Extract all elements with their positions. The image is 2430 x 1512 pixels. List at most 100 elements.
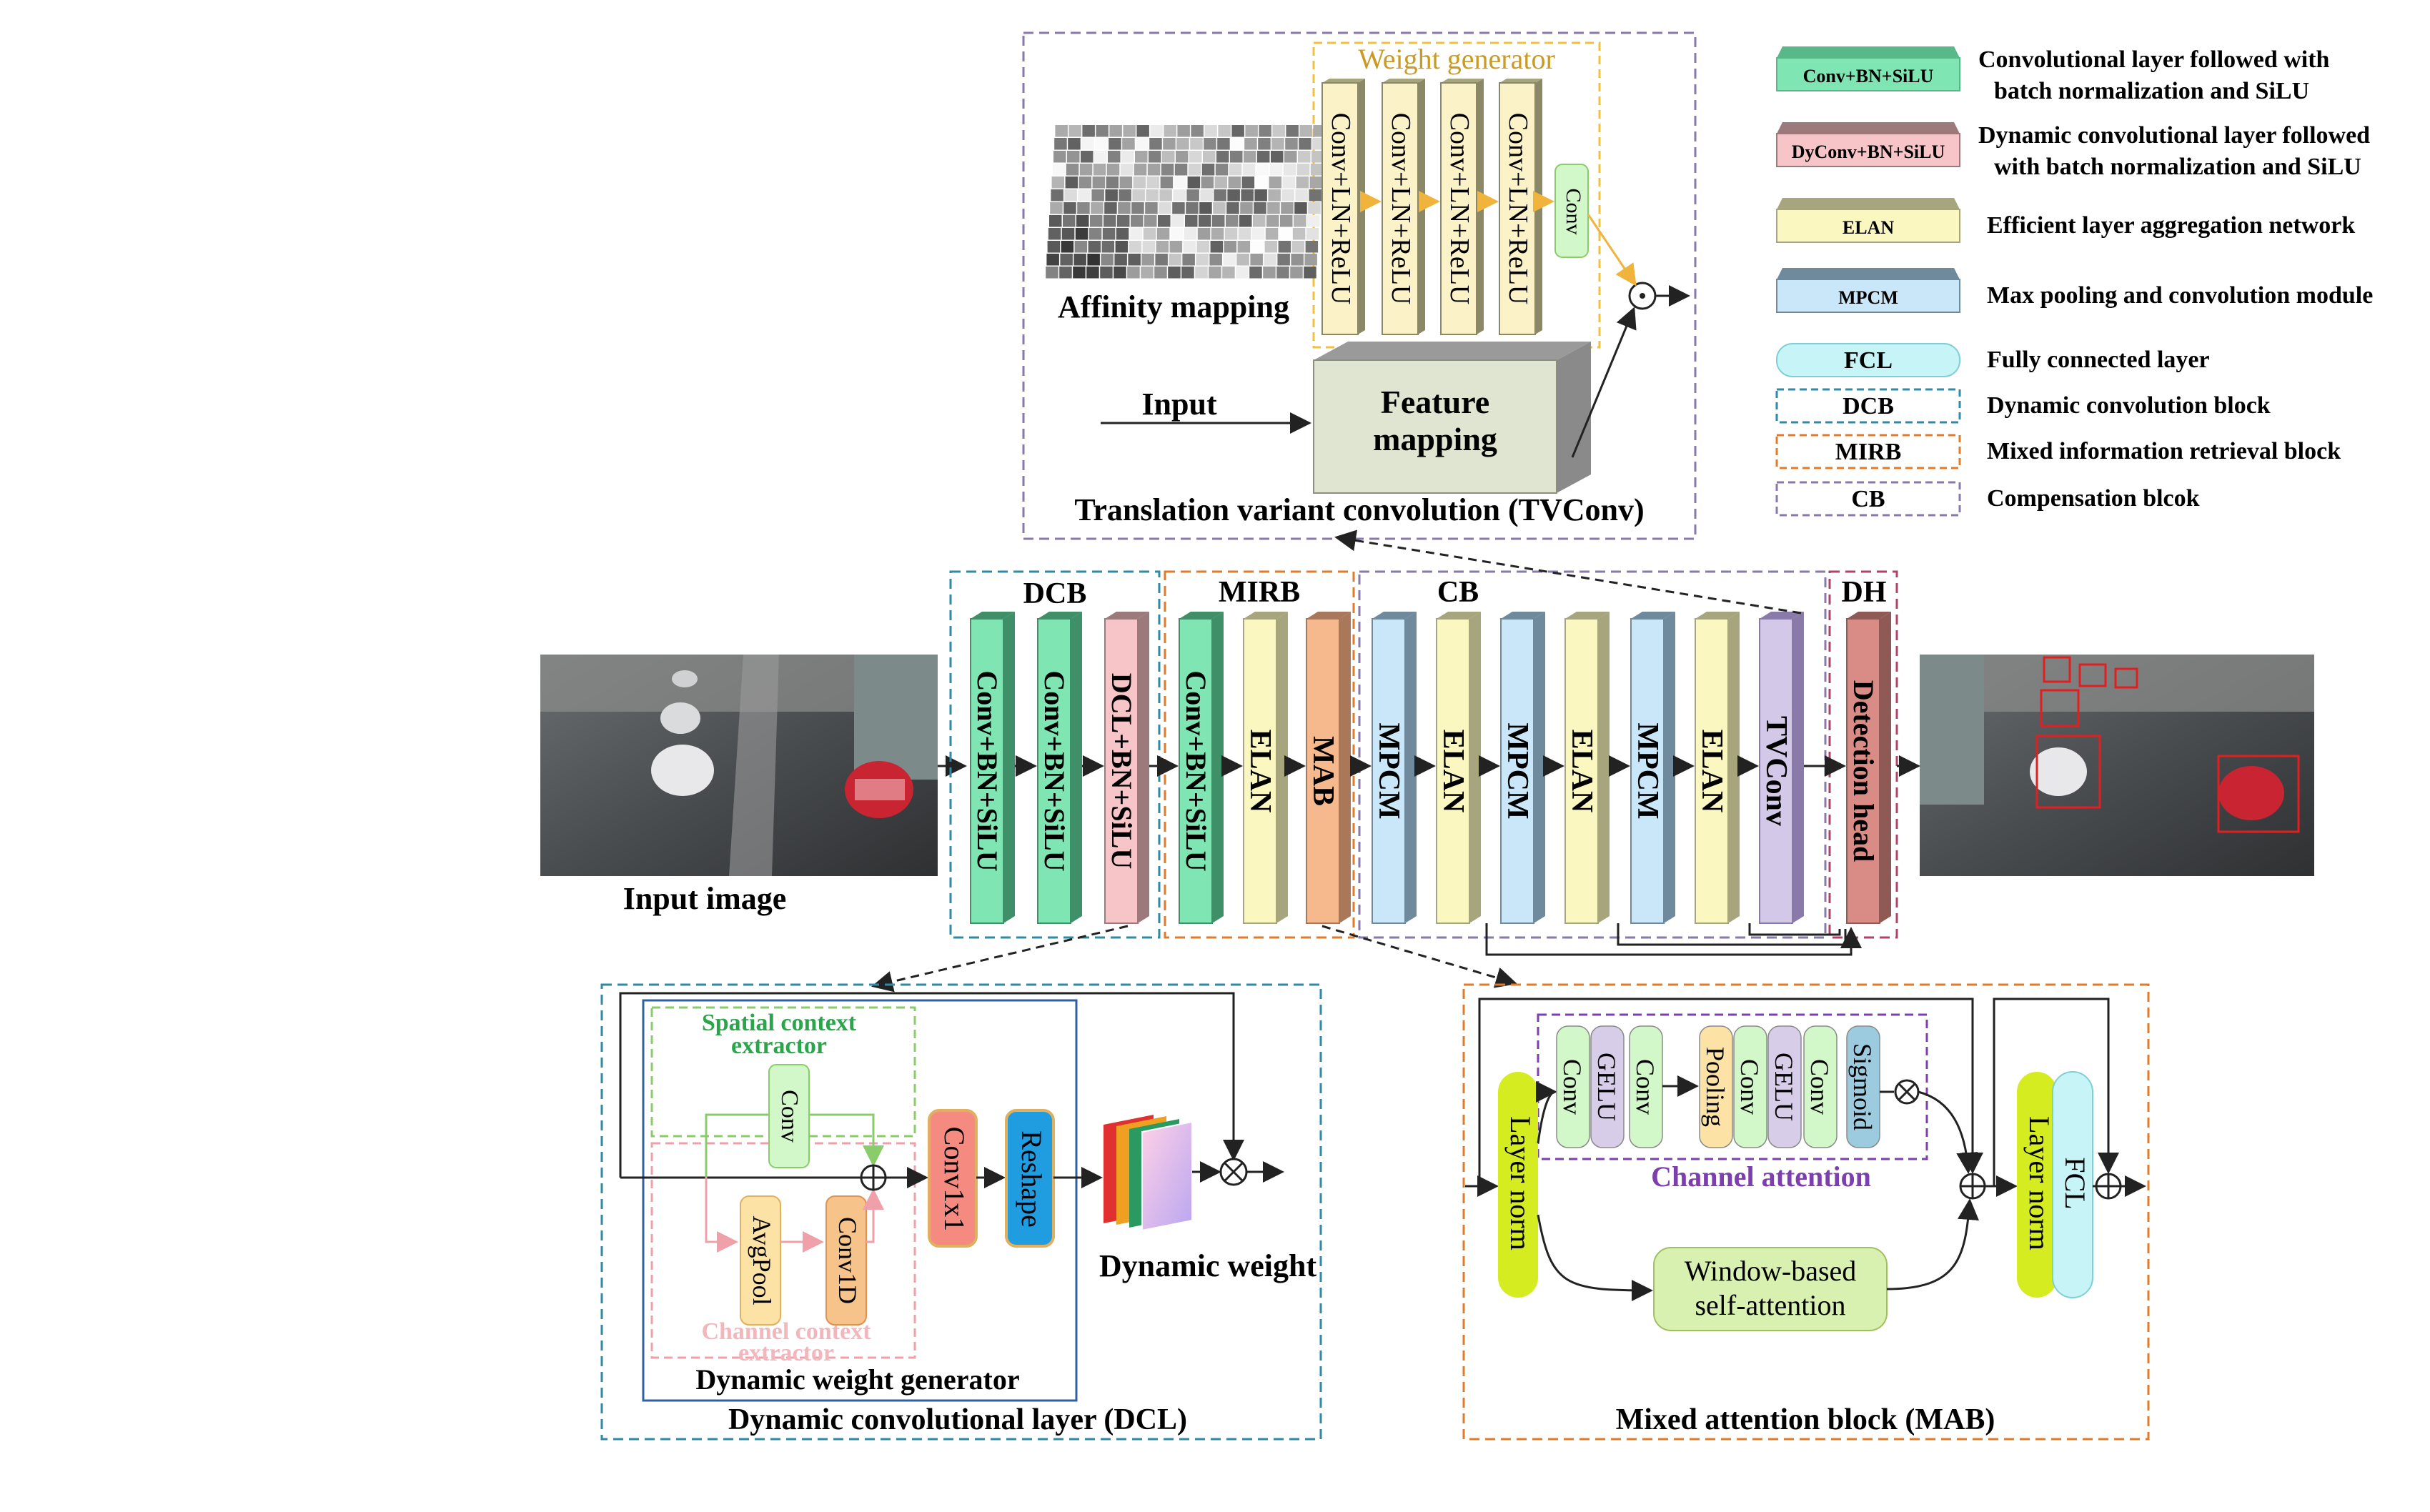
- affinity-cell: [1285, 138, 1298, 150]
- layer-norm-1: [1498, 1072, 1538, 1298]
- affinity-cell: [1236, 254, 1249, 266]
- affinity-cell: [1272, 125, 1285, 137]
- pipeline-block-top: [1501, 612, 1545, 619]
- pipeline-block-side: [1664, 612, 1675, 923]
- affinity-cell: [1254, 189, 1267, 202]
- affinity-cell: [1310, 164, 1324, 176]
- dcl-panel: Spatial context extractor Channel contex…: [600, 983, 1322, 1441]
- affinity-cell: [1176, 151, 1189, 163]
- legend-description: Max pooling and convolution module: [1987, 282, 2373, 309]
- legend-description: Dynamic convolutional layer followed: [1978, 122, 2370, 149]
- pipeline-block-top: [1437, 612, 1481, 619]
- wg-block: [1382, 82, 1419, 335]
- affinity-cell: [1061, 241, 1074, 253]
- channel-attention-block-label: Conv: [1735, 1059, 1764, 1115]
- pipeline-block-side: [1880, 612, 1891, 923]
- affinity-cell: [1223, 254, 1236, 266]
- affinity-cell: [1049, 215, 1062, 227]
- legend-swatch: [1776, 209, 1960, 243]
- avgpool-block: [740, 1195, 781, 1326]
- mirb-border: [1164, 570, 1355, 939]
- affinity-cell: [1066, 164, 1079, 176]
- affinity-cell: [1129, 228, 1143, 240]
- pipeline-block-label: Detection head: [1848, 680, 1880, 862]
- affinity-cell: [1188, 164, 1201, 176]
- affinity-cell: [1258, 138, 1271, 150]
- affinity-cell: [1173, 189, 1186, 202]
- affinity-cell: [1091, 189, 1104, 202]
- channel-attention-block-label: Conv: [1631, 1059, 1660, 1115]
- affinity-cell: [1296, 176, 1309, 189]
- affinity-cell: [1156, 241, 1169, 253]
- affinity-cell: [1141, 254, 1154, 266]
- wg-block-top: [1441, 79, 1484, 83]
- affinity-cell: [1061, 228, 1075, 240]
- affinity-cell: [1279, 228, 1292, 240]
- affinity-cell: [1119, 189, 1131, 202]
- affinity-cell: [1238, 228, 1251, 240]
- affinity-cell: [1241, 176, 1255, 189]
- pipeline-block: [1037, 618, 1071, 924]
- affinity-cell: [1082, 125, 1095, 137]
- affinity-cell: [1176, 138, 1189, 150]
- affinity-cell: [1185, 215, 1198, 227]
- dcl-border: [600, 983, 1322, 1441]
- pipeline-block-top: [1105, 612, 1149, 619]
- wg-block: [1321, 82, 1359, 335]
- affinity-cell: [1231, 125, 1244, 137]
- affinity-cell: [1143, 228, 1156, 240]
- affinity-cell: [1296, 164, 1310, 176]
- pipeline-block-top: [1038, 612, 1082, 619]
- affinity-cell: [1304, 254, 1317, 266]
- affinity-cell: [1102, 228, 1116, 240]
- affinity-cell: [1106, 164, 1120, 176]
- tvconv-title: Translation variant convolution (TVConv): [1074, 492, 1644, 527]
- affinity-cell: [1230, 151, 1243, 163]
- affinity-cell: [1216, 151, 1229, 163]
- affinity-cell: [1196, 254, 1209, 266]
- affinity-cell: [1052, 164, 1066, 176]
- pipeline-block-side: [1339, 612, 1351, 923]
- affinity-cell: [1299, 138, 1311, 150]
- tvconv-conv-label: Conv: [1562, 188, 1585, 234]
- affinity-cell: [1088, 228, 1102, 240]
- affinity-cell: [1114, 267, 1126, 279]
- affinity-cell: [1268, 189, 1281, 202]
- detection-box: [2040, 689, 2080, 727]
- affinity-cell: [1073, 254, 1086, 266]
- wg-block-label: Conv+LN+ReLU: [1503, 113, 1533, 305]
- affinity-cell: [1282, 176, 1296, 189]
- pipeline-block: [970, 618, 1004, 924]
- legend-swatch-top: [1777, 198, 1960, 209]
- affinity-cell: [1240, 202, 1253, 214]
- affinity-cell: [1055, 125, 1068, 137]
- legend-label: CB: [1851, 486, 1885, 512]
- affinity-cell: [1136, 138, 1149, 150]
- affinity-cell: [1081, 138, 1094, 150]
- pipeline-block: [1630, 618, 1665, 924]
- affinity-cell: [1236, 267, 1249, 279]
- affinity-cell: [1078, 176, 1092, 189]
- affinity-cell: [1169, 241, 1183, 253]
- pipeline-block-top: [1695, 612, 1740, 619]
- legend-swatch-top: [1777, 122, 1960, 134]
- affinity-cell: [1155, 254, 1168, 266]
- mab-callout-arrow: [1321, 925, 1517, 988]
- affinity-cell: [1267, 202, 1280, 214]
- affinity-cell: [1147, 164, 1161, 176]
- dcb-label: DCB: [1023, 577, 1087, 610]
- affinity-cell: [1077, 202, 1090, 214]
- affinity-cell: [1215, 164, 1229, 176]
- affinity-cell: [1131, 202, 1144, 214]
- affinity-cell: [1226, 215, 1239, 227]
- affinity-cell: [1101, 254, 1114, 266]
- affinity-cell: [1259, 125, 1271, 137]
- dynamic-weight-generator-label: Dynamic weight generator: [695, 1363, 1019, 1396]
- detection-box: [2078, 663, 2107, 687]
- legend-swatch: [1776, 343, 1960, 377]
- affinity-cell: [1199, 202, 1212, 214]
